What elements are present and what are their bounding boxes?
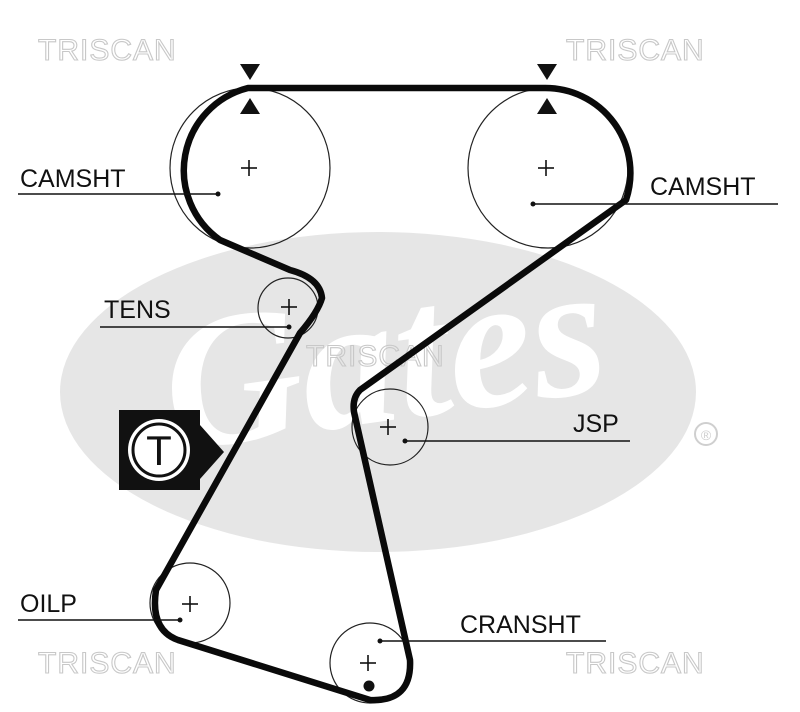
tensioner-badge-circle xyxy=(128,419,190,481)
jackshaft-center-icon xyxy=(380,419,396,435)
crankshaft-label: CRANSHT xyxy=(460,611,581,639)
jackshaft-pulley xyxy=(351,388,429,466)
camshaft-right-label: CAMSHT xyxy=(650,173,756,201)
watermark-top-right: TRISCAN xyxy=(566,34,705,67)
camshaft-left-label: CAMSHT xyxy=(20,165,126,193)
oil-pump-label: OILP xyxy=(20,590,77,618)
tensioner-badge: T xyxy=(119,410,224,490)
timing-marker-right-up-icon xyxy=(537,98,557,114)
camshaft-left-center-icon xyxy=(241,160,257,176)
jackshaft-label: JSP xyxy=(573,410,619,438)
tensioner-label: TENS xyxy=(104,296,171,324)
watermark-bottom-left: TRISCAN xyxy=(38,647,177,680)
watermark-bottom-right: TRISCAN xyxy=(566,647,705,680)
registered-mark-ring xyxy=(694,422,718,446)
crankshaft-timing-mark-icon xyxy=(363,680,375,692)
timing-marker-left-down-icon xyxy=(240,64,260,80)
gates-logo-watermark: Gates ® xyxy=(60,223,718,552)
crankshaft-center-icon xyxy=(360,655,376,671)
timing-marker-left xyxy=(240,64,260,114)
registered-mark: ® xyxy=(701,427,712,443)
watermark-top-left: TRISCAN xyxy=(38,34,177,67)
timing-marker-right xyxy=(537,64,557,114)
timing-marker-left-up-icon xyxy=(240,98,260,114)
timing-marker-right-down-icon xyxy=(537,64,557,80)
tensioner-center-icon xyxy=(281,299,297,315)
tensioner-badge-letter: T xyxy=(146,427,172,474)
oil-pump-center-icon xyxy=(182,596,198,612)
camshaft-right-center-icon xyxy=(538,160,554,176)
